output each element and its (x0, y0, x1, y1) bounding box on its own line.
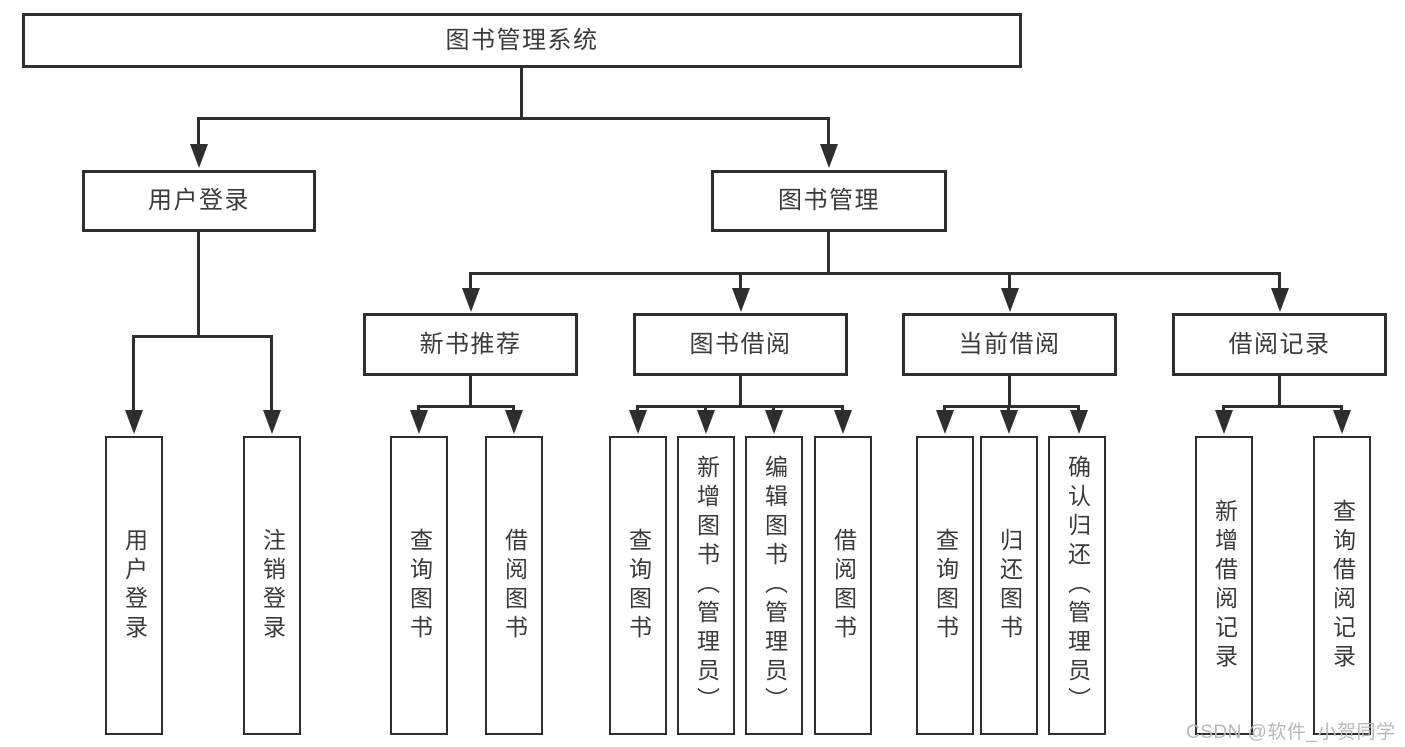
node-user-login: 用户登录 (82, 170, 316, 232)
connector-user-login-drop (197, 117, 200, 145)
connector-level2-bus (197, 117, 830, 120)
arrowhead-icon (697, 410, 715, 434)
leaf-query-borrow-record: 查询借阅记录 (1313, 436, 1371, 735)
connector-drop (512, 405, 515, 412)
connector-current-borrow-drop (1008, 272, 1011, 290)
arrowhead-icon (1070, 410, 1088, 434)
node-current-borrowing: 当前借阅 (902, 313, 1117, 376)
arrowhead-user-login-icon (190, 144, 208, 168)
connector-borrow-records-stem (1278, 376, 1281, 408)
node-book-management: 图书管理 (711, 170, 947, 232)
connector-current-borrow-stem (1008, 376, 1011, 408)
arrowhead-icon (936, 410, 954, 434)
connector-drop (841, 405, 844, 412)
leaf-return-books: 归还图书 (980, 436, 1038, 735)
arrowhead-book-borrow-icon (732, 288, 750, 312)
connector-drop (1077, 405, 1080, 412)
connector-leaf-login-drop (132, 335, 135, 412)
connector-user-login-stem (197, 232, 200, 338)
connector-new-book-drop (469, 272, 472, 290)
connector-drop (772, 405, 775, 412)
arrowhead-leaf-login-icon (125, 410, 143, 434)
connector-book-mgmt-stem (827, 232, 830, 275)
leaf-query-books-recommend: 查询图书 (390, 436, 448, 735)
leaf-logout: 注销登录 (243, 436, 301, 735)
node-new-book-recommendation: 新书推荐 (363, 313, 578, 376)
connector-level3-bus (469, 272, 1281, 275)
connector-book-mgmt-drop (827, 117, 830, 145)
arrowhead-icon (834, 410, 852, 434)
arrowhead-icon (410, 410, 428, 434)
connector-borrow-records-bus (1222, 405, 1343, 408)
arrowhead-book-mgmt-icon (820, 144, 838, 168)
connector-drop (704, 405, 707, 412)
connector-drop (1340, 405, 1343, 412)
node-borrowing-records: 借阅记录 (1172, 313, 1387, 376)
arrowhead-icon (765, 410, 783, 434)
arrowhead-new-book-icon (462, 288, 480, 312)
arrowhead-current-borrow-icon (1001, 288, 1019, 312)
arrowhead-icon (629, 410, 647, 434)
node-book-management-system: 图书管理系统 (22, 13, 1022, 68)
arrowhead-icon (1000, 410, 1018, 434)
connector-leaf-logout-drop (270, 335, 273, 412)
leaf-borrow-books-borrowing: 借阅图书 (814, 436, 872, 735)
connector-drop (1007, 405, 1010, 412)
connector-root-stem (520, 68, 523, 118)
leaf-add-books-admin: 新增图书（管理员） (677, 436, 735, 735)
connector-new-book-bus (417, 405, 515, 408)
leaf-borrow-books-recommend: 借阅图书 (485, 436, 543, 735)
connector-borrow-records-drop (1278, 272, 1281, 290)
connector-new-book-stem (469, 376, 472, 408)
arrowhead-borrow-records-icon (1271, 288, 1289, 312)
arrowhead-icon (1333, 410, 1351, 434)
leaf-add-borrow-record: 新增借阅记录 (1195, 436, 1253, 735)
leaf-user-login: 用户登录 (105, 436, 163, 735)
connector-user-login-bus (132, 335, 273, 338)
leaf-query-books-current: 查询图书 (916, 436, 974, 735)
connector-drop (943, 405, 946, 412)
connector-current-borrow-bus (943, 405, 1080, 408)
node-book-borrowing: 图书借阅 (633, 313, 848, 376)
leaf-query-books-borrowing: 查询图书 (609, 436, 667, 735)
connector-book-borrow-drop (739, 272, 742, 290)
arrowhead-icon (1215, 410, 1233, 434)
arrowhead-icon (505, 410, 523, 434)
connector-book-borrow-stem (739, 376, 742, 408)
csdn-watermark: CSDN @软件_小贺同学 (1186, 722, 1396, 743)
leaf-confirm-return-admin: 确认归还（管理员） (1048, 436, 1106, 735)
connector-book-borrow-bus (636, 405, 844, 408)
connector-drop (636, 405, 639, 412)
arrowhead-leaf-logout-icon (263, 410, 281, 434)
connector-drop (1222, 405, 1225, 412)
leaf-edit-books-admin: 编辑图书（管理员） (745, 436, 803, 735)
connector-drop (417, 405, 420, 412)
